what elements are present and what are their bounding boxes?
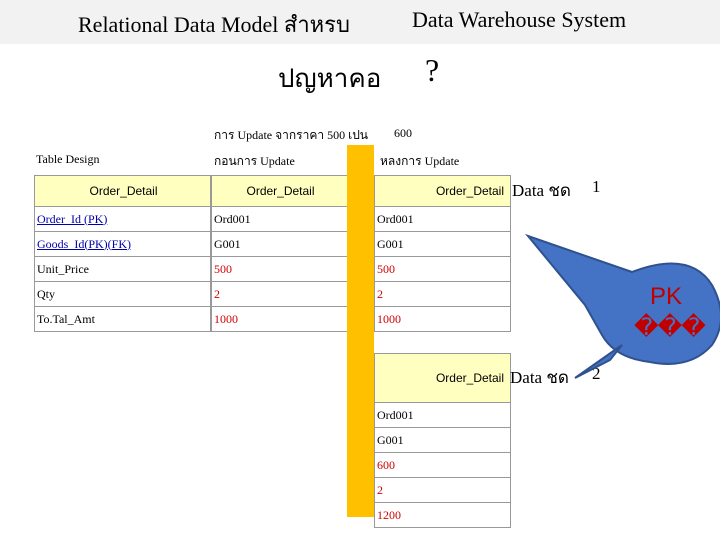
table-row: G001 <box>374 427 511 453</box>
table-row: Ord001 <box>374 206 511 232</box>
before-update-label: กอนการ Update <box>214 154 295 168</box>
slide-title-left: Relational Data Model สำหรบ <box>78 12 350 37</box>
table-row: Order_Id (PK) <box>34 206 211 232</box>
data-set-2-label: Data ชด <box>510 368 569 387</box>
update-note: การ Update จากราคา 500 เปน <box>214 128 369 142</box>
design-table: Order_Detail Order_Id (PK) Goods_Id(PK)(… <box>34 175 211 332</box>
design-table-header: Order_Detail <box>34 175 211 207</box>
subtitle: ปญหาคอ <box>278 64 382 93</box>
after-update-label: หลงการ Update <box>380 154 460 168</box>
table-row: Qty <box>34 281 211 307</box>
after-table-1: Order_Detail Ord001 G001 500 2 1000 <box>374 175 511 332</box>
table-row: Unit_Price <box>34 256 211 282</box>
callout-glyphs: ��� <box>634 313 706 341</box>
table-row: Ord001 <box>211 206 348 232</box>
slide-title-right: Data Warehouse System <box>412 7 627 32</box>
after-table-2-header: Order_Detail <box>374 353 511 403</box>
table-row: 1000 <box>374 306 511 332</box>
table-row: Ord001 <box>374 402 511 428</box>
table-design-label: Table Design <box>36 152 100 166</box>
callout-pk-label: PK <box>650 283 683 310</box>
table-row: 1200 <box>374 502 511 528</box>
data-set-1-label: Data ชด <box>512 181 571 200</box>
table-row: 1000 <box>211 306 348 332</box>
title-bar <box>0 0 720 44</box>
table-row: G001 <box>374 231 511 257</box>
separator-bar <box>347 145 374 517</box>
update-note-value: 600 <box>394 126 412 140</box>
table-row: 2 <box>374 477 511 503</box>
before-table: Order_Detail Ord001 G001 500 2 1000 <box>211 175 348 332</box>
question-mark: ? <box>425 52 440 88</box>
after-table-2: Order_Detail Ord001 G001 600 2 1200 <box>374 353 511 528</box>
table-row: 600 <box>374 452 511 478</box>
data-set-1-number: 1 <box>592 177 601 196</box>
after-table-1-header: Order_Detail <box>374 175 511 207</box>
data-set-2-number: 2 <box>592 364 601 383</box>
table-row: To.Tal_Amt <box>34 306 211 332</box>
